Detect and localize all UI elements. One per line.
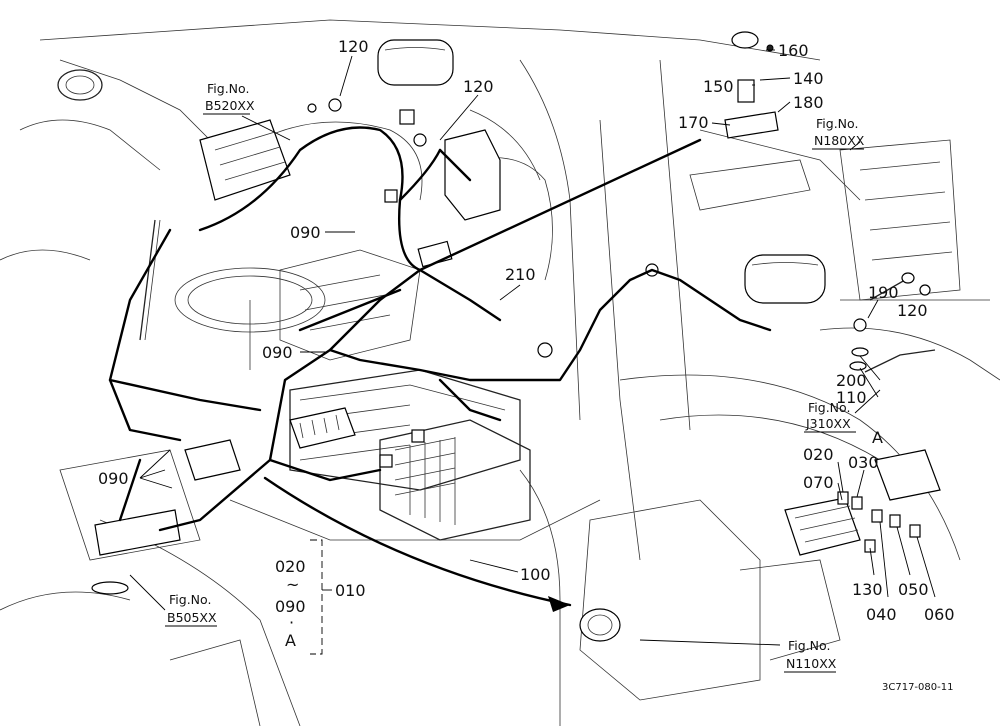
callout-160: 160 [778,41,809,60]
screw-160 [766,44,774,52]
callout-200: 200 [836,371,867,390]
fuse-020 [837,491,849,505]
fig-ref-b520-label: Fig.No. [207,81,249,96]
fuse-060 [909,524,921,538]
group-range-dot: · [289,613,294,632]
bolt-190 [853,318,867,332]
fig-ref-n180-label: Fig.No. [816,116,858,131]
routing-arrow-100 [263,476,572,607]
callout-030: 030 [848,453,879,472]
group-range-start: 020 [275,557,306,576]
washer-200 [851,347,869,357]
callout-130: 130 [852,580,883,599]
work-lamp-front [377,39,454,86]
figure-references: Fig.No. B520XX Fig.No. N180XX Fig.No. J3… [165,81,865,673]
relay-unit [444,129,501,221]
fig-ref-b505-code: B505XX [167,610,217,625]
bracket-170 [724,111,779,139]
fig-ref-n110-label: Fig.No. [788,638,830,653]
detail-letter-a: A [872,428,883,447]
trailer-socket [579,608,621,642]
drawing-number: 3C717-080-11 [882,682,953,693]
harness-rear-branch [418,138,702,272]
fig-ref-b520-code: B520XX [205,98,255,113]
fig-ref-n180-code: N180XX [814,133,865,148]
group-range-tilde: ~ [286,575,299,594]
switch-panel [199,119,291,201]
callout-labels: 120 120 160 150 140 180 170 090 210 090 … [98,37,955,650]
callout-060: 060 [924,605,955,624]
callout-140: 140 [793,69,824,88]
fuse-030 [851,496,863,510]
callout-210: 210 [505,265,536,284]
callout-050: 050 [898,580,929,599]
connector-block [184,439,241,481]
callout-120-center: 120 [463,77,494,96]
callout-090-middle: 090 [262,343,293,362]
callout-150: 150 [703,77,734,96]
callout-090-upper: 090 [290,223,321,242]
callout-090-left: 090 [98,469,129,488]
fig-ref-j310-label: Fig.No. [808,400,850,415]
callout-110: 110 [836,388,867,407]
fuse-040 [871,509,883,523]
fig-ref-j310-code: J310XX [805,416,851,431]
group-range-letter: A [285,631,296,650]
bolt-120-top [328,98,342,112]
callout-040: 040 [866,605,897,624]
callout-170: 170 [678,113,709,132]
leader-lines [129,49,936,655]
callout-070: 070 [803,473,834,492]
wiper [139,219,156,341]
work-lamp-rear [744,254,826,304]
fig-ref-n110-code: N110XX [786,656,837,671]
callout-180: 180 [793,93,824,112]
machine-outline [0,19,1000,726]
callout-190: 190 [868,283,899,302]
controller-unit [784,497,861,556]
callout-100: 100 [520,565,551,584]
fuse-block [289,407,356,449]
callout-120-top: 120 [338,37,369,56]
fuse-130 [864,539,876,553]
cover-a [874,449,941,501]
fig-ref-b505-label: Fig.No. [169,592,211,607]
fuse-050 [889,514,901,528]
group-range-end: 090 [275,597,306,616]
callout-010: 010 [335,581,366,600]
bolt-120-right [919,284,931,296]
callout-020: 020 [803,445,834,464]
main-harness [108,126,772,612]
harness-connector-left [94,509,181,556]
socket-cap-150 [731,31,759,49]
callout-120-right: 120 [897,301,928,320]
components [57,31,941,642]
socket-body-140 [737,79,755,103]
work-lamp-left [57,69,103,101]
